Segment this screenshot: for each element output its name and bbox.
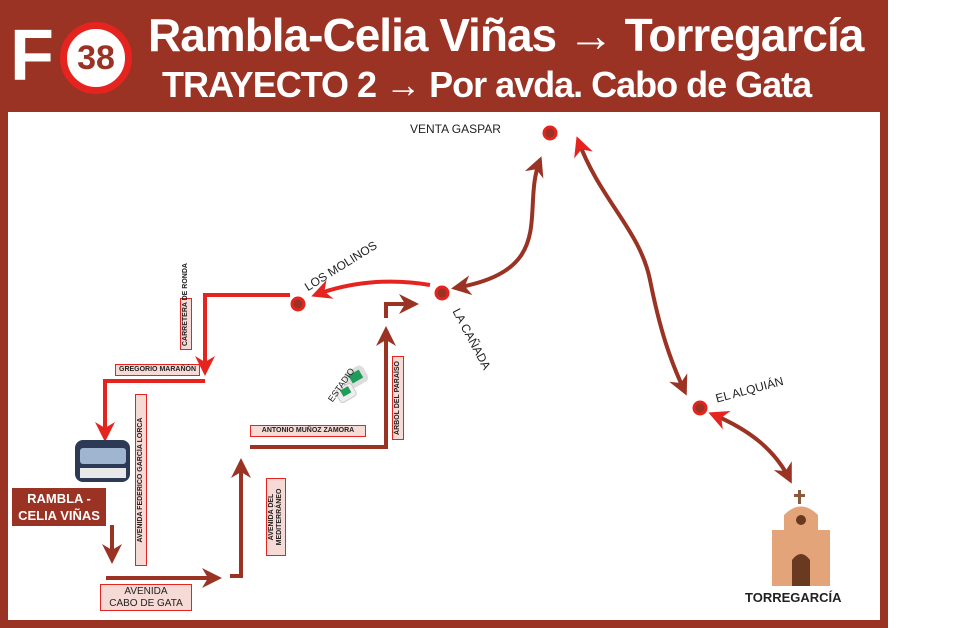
stop-venta-gaspar-dot (542, 125, 558, 141)
bus-icon (75, 440, 130, 482)
street-carretera-ronda: CARRETERA DE RONDA (180, 263, 193, 350)
route-segment-alquian-torregarcia (708, 410, 792, 484)
street-cabo-de-gata-line1: AVENIDA (124, 586, 168, 597)
stop-el-alquian-dot (692, 400, 708, 416)
stop-los-molinos-dot (290, 296, 306, 312)
stop-venta-gaspar-label: VENTA GASPAR (410, 122, 501, 136)
street-cabo-de-gata-line2: CABO DE GATA (109, 597, 183, 609)
route-header: F 38 Rambla-Celia Viñas → Torregarcía TR… (0, 0, 888, 110)
stop-la-canada-dot (434, 285, 450, 301)
line-number-badge: 38 (60, 22, 132, 94)
origin-stop-label: RAMBLA - CELIA VIÑAS (12, 488, 106, 526)
line-letter: F (10, 16, 54, 96)
church-icon (772, 490, 830, 586)
route-segment-to-venta-gaspar (451, 156, 544, 296)
stop-torregarcia-label: TORREGARCÍA (745, 590, 842, 605)
route-segment-gregorio-maranon (95, 379, 205, 442)
route-segment-arbol-paraiso (384, 294, 419, 318)
route-subtitle: TRAYECTO 2 → Por avda. Cabo de Gata (162, 64, 812, 105)
street-gregorio-maranon: GREGORIO MARAÑÓN (115, 364, 200, 377)
street-antonio-munoz-zamora: ANTONIO MUÑOZ ZAMORA (250, 425, 366, 438)
line-number: 38 (77, 38, 115, 77)
route-segment-venta-alquian (574, 136, 688, 396)
street-mediterraneo-line2: MEDITERRÁNEO (276, 488, 284, 546)
street-federico-garcia-lorca: AVENIDA FEDERICO GARCÍA LORCA (135, 394, 148, 566)
street-arbol-paraiso: ÁRBOL DEL PARAÍSO (392, 356, 405, 440)
route-segment-mediterraneo (230, 458, 251, 578)
route-title: Rambla-Celia Viñas → Torregarcía (148, 9, 864, 61)
estadio-icon (335, 365, 369, 403)
route-segment-carretera-ronda (195, 293, 290, 376)
route-segment-munoz-zamora (250, 326, 396, 449)
route-segment-canada-molinos (311, 279, 431, 299)
street-mediterraneo-line1: AVENIDA DEL (268, 493, 275, 541)
